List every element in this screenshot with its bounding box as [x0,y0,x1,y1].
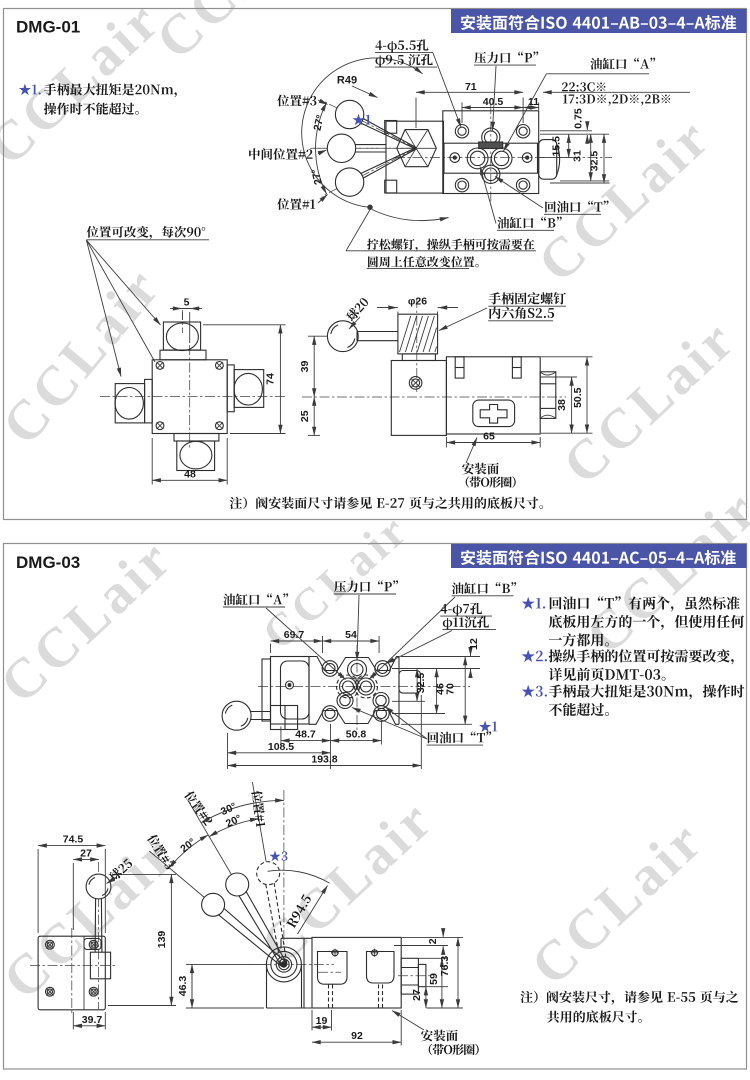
svg-text:27: 27 [411,989,423,1001]
svg-text:50.8: 50.8 [346,729,367,741]
svg-text:5: 5 [184,297,190,309]
svg-text:39: 39 [299,361,311,373]
svg-text:40.5: 40.5 [483,96,504,108]
svg-text:54: 54 [345,629,357,641]
svg-text:25: 25 [299,410,311,422]
svg-text:92: 92 [351,1030,363,1042]
svg-text:59: 59 [428,973,440,985]
svg-text:2: 2 [427,938,439,944]
svg-text:32.5: 32.5 [415,673,427,694]
svg-text:50.5: 50.5 [572,387,584,408]
svg-text:46.3: 46.3 [177,976,189,997]
svg-text:31: 31 [571,150,583,162]
svg-text:69.7: 69.7 [284,629,305,641]
svg-text:12: 12 [468,638,480,650]
svg-text:70: 70 [445,683,457,695]
svg-text:27°: 27° [311,114,326,132]
svg-text:R49: R49 [337,75,357,87]
svg-text:71: 71 [465,81,477,93]
svg-text:DMG-01: DMG-01 [16,18,80,37]
svg-text:DMG-03: DMG-03 [16,553,80,572]
svg-text:15.5: 15.5 [551,136,563,157]
svg-text:76.3: 76.3 [439,956,451,977]
svg-text:0.75: 0.75 [573,108,585,129]
svg-text:193.8: 193.8 [311,754,337,766]
svg-text:39.7: 39.7 [82,1014,103,1026]
svg-text:74: 74 [265,373,277,385]
svg-text:11: 11 [528,96,539,108]
svg-text:48: 48 [184,468,196,480]
svg-text:139: 139 [156,931,168,949]
svg-text:27: 27 [80,847,92,859]
svg-text:65: 65 [483,431,495,443]
svg-text:108.5: 108.5 [268,741,294,753]
svg-text:46: 46 [435,683,447,695]
svg-text:32.5: 32.5 [589,151,601,172]
svg-text:19: 19 [316,1015,328,1027]
svg-text:φ26: φ26 [408,296,427,308]
svg-text:38: 38 [556,399,568,411]
svg-text:48.7: 48.7 [295,729,316,741]
svg-text:74.5: 74.5 [63,834,84,846]
